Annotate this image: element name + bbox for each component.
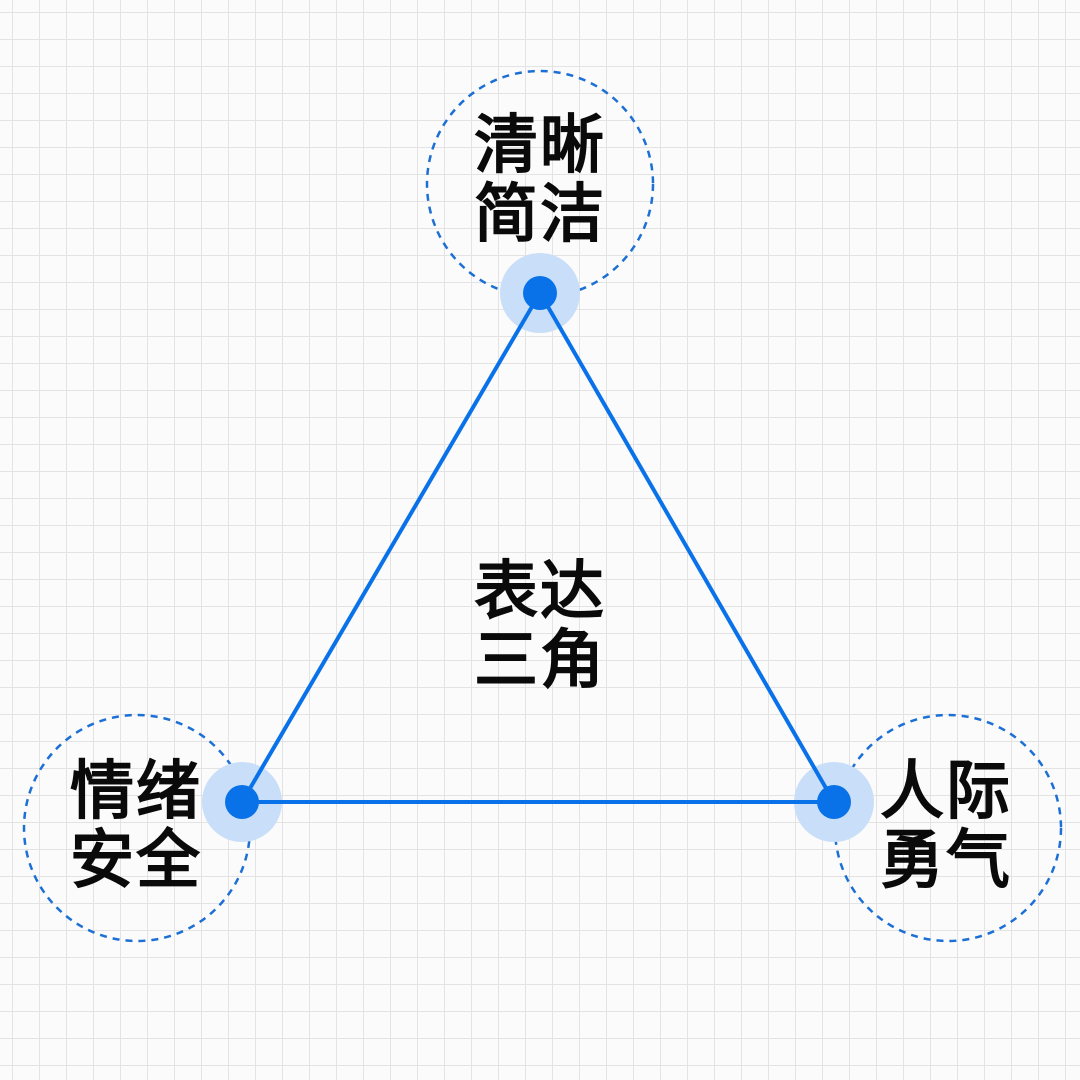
edge-top-right <box>538 291 836 804</box>
node-label-top-line1: 清晰 <box>474 109 606 183</box>
node-label-left-line2: 安全 <box>70 824 202 899</box>
node-label-right-line1: 人际 <box>880 755 1012 829</box>
dashed-ring-top <box>425 69 655 299</box>
node-label-top-line2: 简洁 <box>474 178 606 253</box>
edge-top-left <box>240 291 542 804</box>
node-label-top: 清晰 简洁 <box>440 109 640 253</box>
center-label-line1: 表达 <box>474 555 606 629</box>
node-label-left-line1: 情绪 <box>70 755 202 829</box>
node-dot-top <box>523 276 557 310</box>
node-label-left: 情绪 安全 <box>36 755 236 899</box>
node-label-right: 人际 勇气 <box>846 755 1046 899</box>
node-dot-right <box>817 785 851 819</box>
node-dot-left <box>225 785 259 819</box>
node-label-right-line2: 勇气 <box>880 824 1012 899</box>
center-label: 表达 三角 <box>440 555 640 699</box>
center-label-line2: 三角 <box>474 624 606 699</box>
